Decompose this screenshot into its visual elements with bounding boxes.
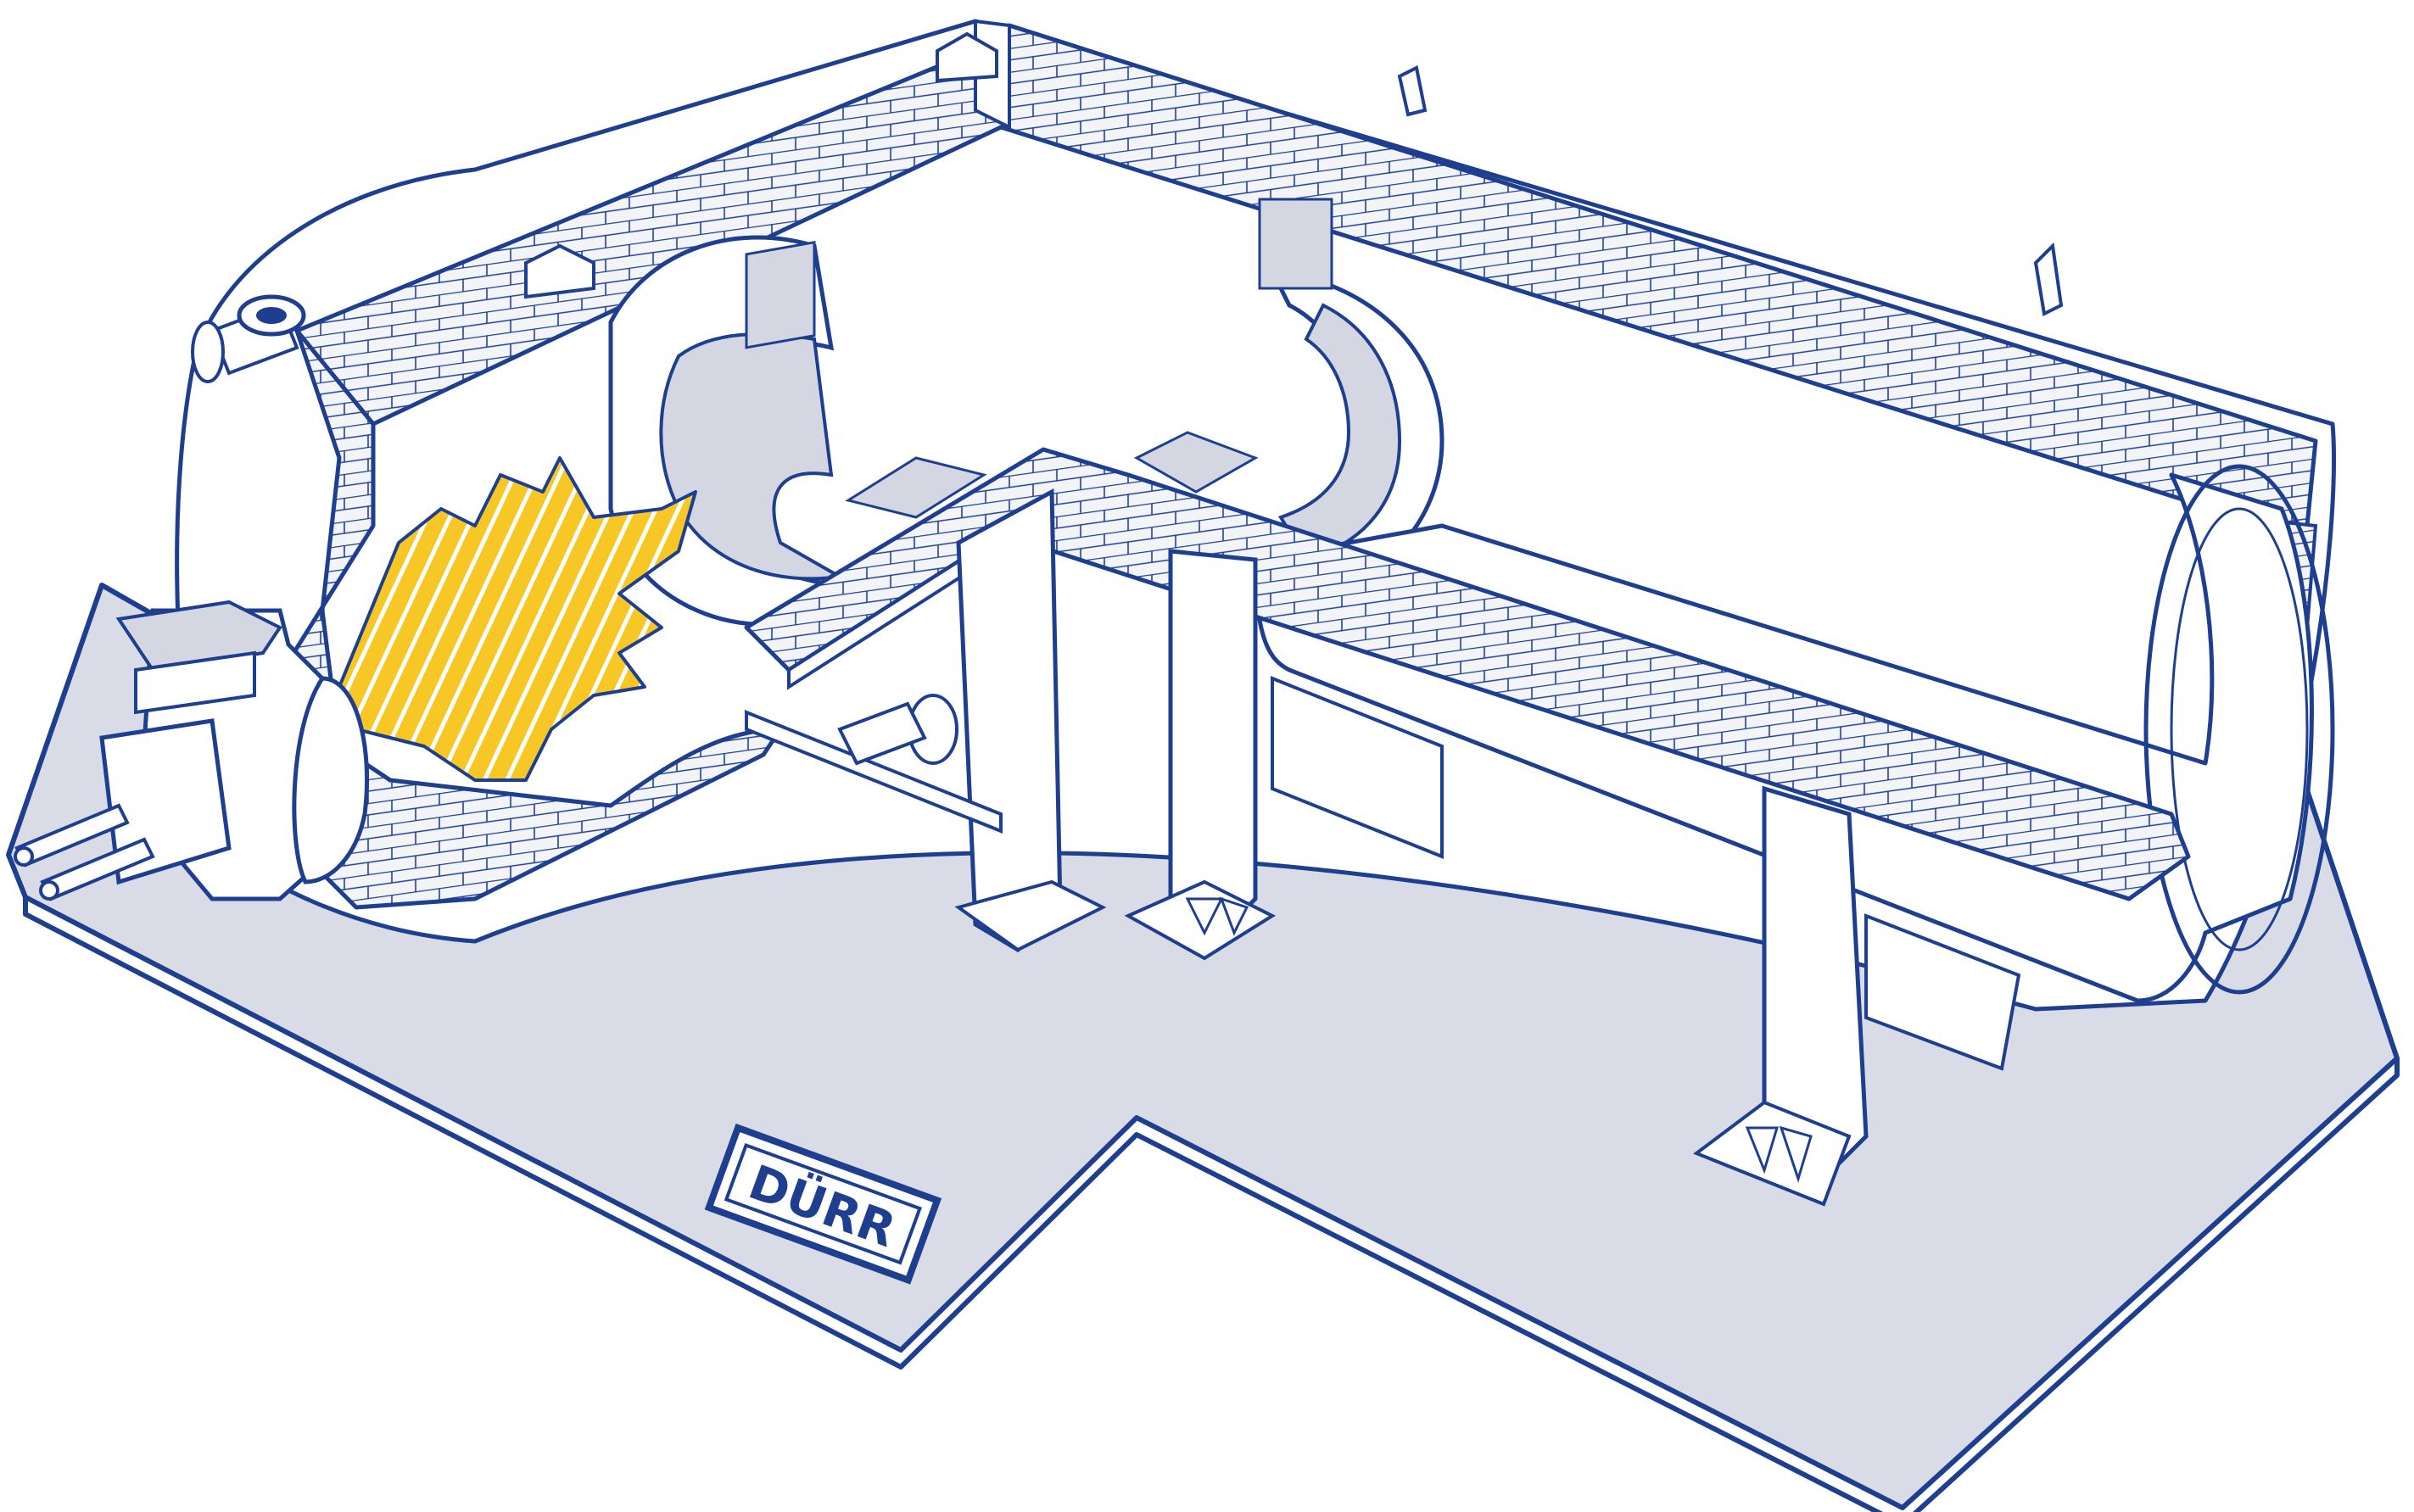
brick-beam xyxy=(744,431,2191,901)
burner-assembly xyxy=(14,600,369,901)
lifting-lug-2 xyxy=(936,31,998,83)
floor-edge xyxy=(23,897,2400,1512)
lifting-lug-1 xyxy=(524,243,595,299)
fuel-lance-end-2 xyxy=(39,880,59,901)
duct-saddle-2 xyxy=(1864,913,2021,1071)
lifting-lugs xyxy=(524,31,2064,316)
burner-flange xyxy=(292,676,369,884)
logo-inner-border xyxy=(724,1142,922,1265)
base-plate-3 xyxy=(1692,1100,1852,1207)
support-legs xyxy=(954,488,2021,1207)
fuel-lance-end-1 xyxy=(14,846,34,867)
air-inlet-box xyxy=(115,600,282,672)
lifting-lug-4 xyxy=(2033,242,2064,316)
brick-patch-2 xyxy=(1258,198,1333,290)
base-plate-1 xyxy=(954,879,1107,952)
burner-nozzle-box xyxy=(99,718,232,885)
top-nozzle xyxy=(191,294,306,383)
side-flange xyxy=(191,321,225,383)
duct-end-ring xyxy=(2143,464,2335,995)
logo-outer-border xyxy=(704,1123,942,1285)
lifting-lug-3 xyxy=(1397,65,1428,117)
support-leg-1 xyxy=(956,488,1063,953)
brick-patch-1 xyxy=(745,240,816,349)
beam-panel-1 xyxy=(845,456,987,519)
flame xyxy=(338,456,697,782)
beam-panel-2 xyxy=(1133,431,1259,494)
internal-piping xyxy=(745,694,1003,834)
duct-saddle-1 xyxy=(1271,676,1444,859)
flame-shape xyxy=(338,456,697,782)
